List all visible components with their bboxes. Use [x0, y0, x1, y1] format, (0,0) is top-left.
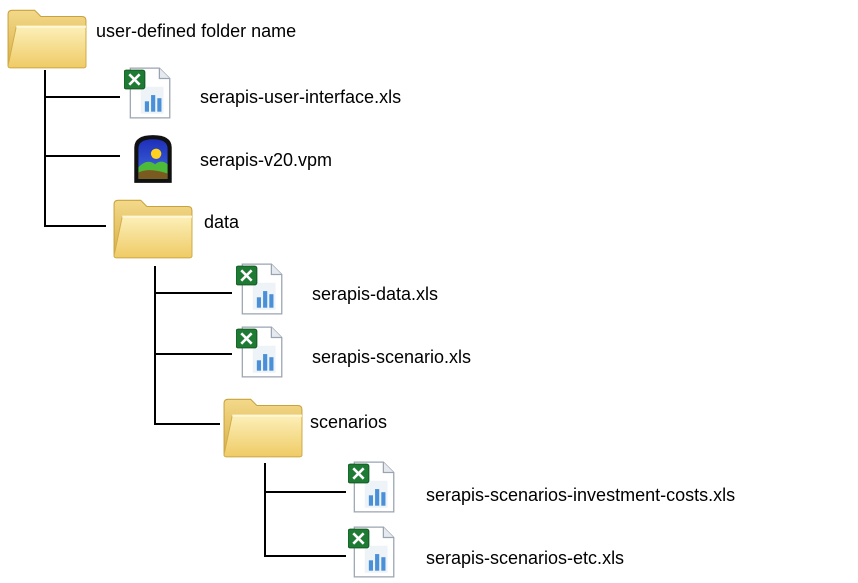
tree-branch-line: [44, 225, 106, 227]
node-label: serapis-v20.vpm: [200, 150, 333, 170]
tree-branch-line: [264, 555, 346, 557]
folder-icon: [222, 397, 304, 459]
node-label: serapis-data.xls: [312, 284, 439, 304]
excel-file-icon: [124, 66, 174, 120]
node-label: data: [204, 212, 240, 232]
tree-branch-line: [154, 353, 232, 355]
excel-file-icon: [348, 525, 398, 579]
tree-branch-line: [264, 491, 346, 493]
node-label: scenarios: [310, 412, 388, 432]
tree-branch-line: [154, 423, 220, 425]
tree-branch-line: [44, 96, 120, 98]
node-label: serapis-user-interface.xls: [200, 87, 402, 107]
tree-vertical-line-level2: [154, 266, 156, 425]
node-label: user-defined folder name: [96, 21, 297, 41]
excel-file-icon: [348, 460, 398, 514]
node-label: serapis-scenario.xls: [312, 347, 472, 367]
excel-file-icon: [236, 262, 286, 316]
vpm-app-icon: [130, 133, 176, 185]
excel-file-icon: [236, 325, 286, 379]
tree-vertical-line-level1: [44, 70, 46, 227]
tree-branch-line: [154, 292, 232, 294]
node-label: serapis-scenarios-etc.xls: [426, 548, 625, 568]
tree-vertical-line-level3: [264, 463, 266, 557]
node-label: serapis-scenarios-investment-costs.xls: [426, 485, 736, 505]
folder-icon: [6, 8, 88, 70]
tree-branch-line: [44, 155, 120, 157]
folder-icon: [112, 198, 194, 260]
